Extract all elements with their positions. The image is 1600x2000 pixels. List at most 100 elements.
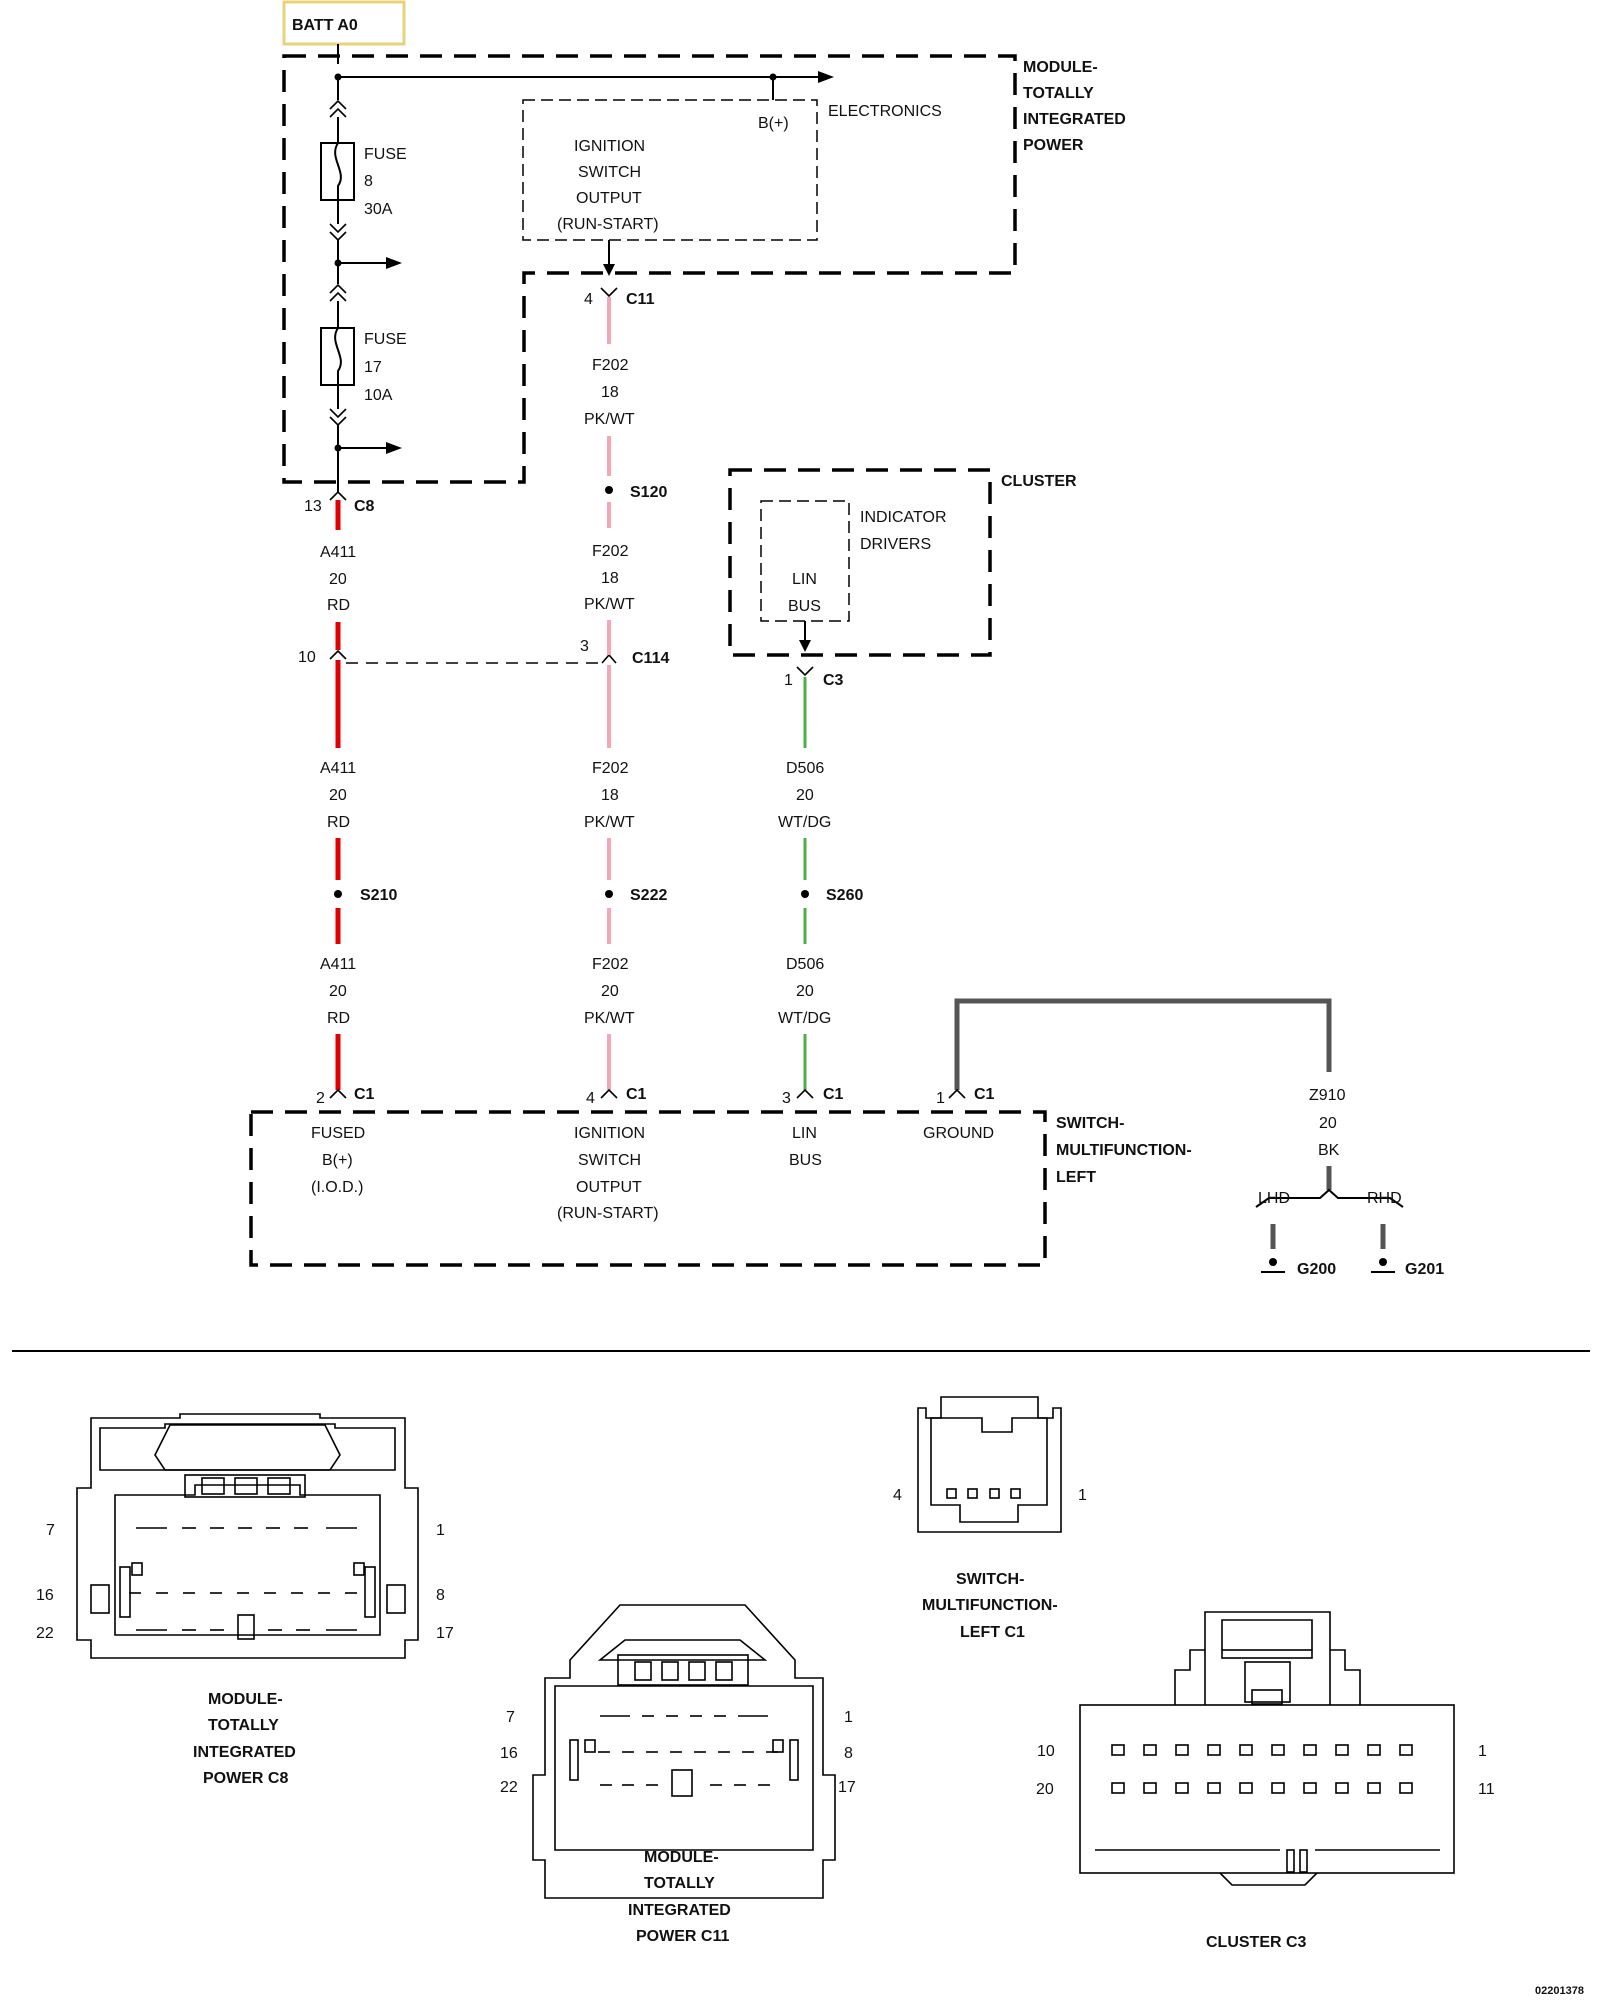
smfl-func-fused-2: B(+) (322, 1152, 353, 1169)
ground-g201: G201 (1405, 1261, 1444, 1278)
wire-f202-4-color: PK/WT (584, 1010, 635, 1027)
ign-output-2: SWITCH (578, 164, 641, 181)
wire-ground-bk (954, 998, 1332, 1090)
smfl-pin-1: 1 (936, 1090, 945, 1107)
c8-view-pin-8: 8 (436, 1587, 445, 1604)
smfl-label-1: SWITCH- (1056, 1115, 1124, 1132)
smfl-c1-a: C1 (354, 1086, 375, 1103)
c8-view-title-1: MODULE- (208, 1691, 283, 1708)
c8-view-title-2: TOTALLY (208, 1717, 279, 1734)
splice-s260-label: S260 (826, 887, 863, 904)
smfl-func-ign-3: OUTPUT (576, 1179, 642, 1196)
c8-view-title-4: POWER C8 (203, 1770, 288, 1787)
batt-label: BATT A0 (292, 17, 358, 34)
wire-d506-1-gauge: 20 (796, 787, 814, 804)
smfl-func-fused-3: (I.O.D.) (311, 1179, 363, 1196)
smfl-label-2: MULTIFUNCTION- (1056, 1142, 1192, 1159)
wire-z910-circuit: Z910 (1309, 1087, 1346, 1104)
wire-a411-1-color: RD (327, 597, 350, 614)
smfl-func-ign-1: IGNITION (574, 1125, 645, 1142)
c11-view-title-1: MODULE- (644, 1849, 719, 1866)
c11-view-title-3: INTEGRATED (628, 1902, 731, 1919)
wire-f202-4-gauge: 20 (601, 983, 619, 1000)
smfl-c1-d: C1 (974, 1086, 995, 1103)
wire-f202-1-gauge: 18 (601, 384, 619, 401)
smfl-pin-3: 3 (782, 1090, 791, 1107)
ign-output-3: OUTPUT (576, 190, 642, 207)
splice-s210 (334, 890, 342, 898)
c8-view-pin-7: 7 (46, 1522, 55, 1539)
c114-pin-b: 3 (580, 638, 589, 655)
c11-pin: 4 (584, 291, 593, 308)
c8-view-pin-1: 1 (436, 1522, 445, 1539)
c8-view-pin-22: 22 (36, 1625, 54, 1642)
wire-f202-3-gauge: 18 (601, 787, 619, 804)
c8-view-pin-16: 16 (36, 1587, 54, 1604)
electronics-label: ELECTRONICS (828, 103, 942, 120)
rhd-label: RHD (1367, 1190, 1402, 1207)
c8-slots (129, 1527, 357, 1631)
wire-d506-2-color: WT/DG (778, 1010, 831, 1027)
smfl-func-gnd: GROUND (923, 1125, 994, 1142)
smfl-view-pin-4: 4 (893, 1487, 902, 1504)
wire-d506-1-circuit: D506 (786, 760, 824, 777)
fuse-8-rating: 30A (364, 201, 393, 218)
wire-f202-1-circuit: F202 (592, 357, 629, 374)
c3-pin: 1 (784, 672, 793, 689)
wire-a411-3-gauge: 20 (329, 983, 347, 1000)
indicator-drivers-1: INDICATOR (860, 509, 947, 526)
c11-view-pin-8: 8 (844, 1745, 853, 1762)
wire-a411-1-circuit: A411 (320, 544, 356, 561)
splice-s210-label: S210 (360, 887, 397, 904)
smfl-module-box (249, 1110, 1047, 1267)
smfl-view-title-2: MULTIFUNCTION- (922, 1597, 1058, 1614)
c11-name: C11 (626, 291, 655, 308)
smfl-pin-4: 4 (586, 1090, 595, 1107)
c3-slots (1111, 1744, 1413, 1794)
splice-s120 (605, 486, 613, 494)
cluster-lin-1: LIN (792, 571, 817, 588)
splice-s222 (605, 890, 613, 898)
connector-view-tipm-c11 (532, 1604, 836, 1899)
fuse-17-label: FUSE (364, 331, 407, 348)
c3-name: C3 (823, 672, 844, 689)
wire-f202-4-circuit: F202 (592, 956, 629, 973)
wire-a411-1-gauge: 20 (329, 571, 347, 588)
cluster-module-box (728, 468, 992, 657)
batt-label-box (282, 0, 406, 46)
wire-f202-2-gauge: 18 (601, 570, 619, 587)
ign-output-1: IGNITION (574, 138, 645, 155)
c114-pin-a: 10 (298, 649, 316, 666)
smfl-c1-b: C1 (626, 1086, 647, 1103)
c8-pin: 13 (304, 498, 322, 515)
wire-d506-2-gauge: 20 (796, 983, 814, 1000)
indicator-drivers-2: DRIVERS (860, 536, 931, 553)
fuse-8-label: FUSE (364, 146, 407, 163)
smfl-func-fused-1: FUSED (311, 1125, 365, 1142)
tipm-label-1: MODULE- (1023, 59, 1098, 76)
wire-f202-3-circuit: F202 (592, 760, 629, 777)
smfl-func-ign-4: (RUN-START) (557, 1205, 659, 1222)
wire-a411-2-color: RD (327, 814, 350, 831)
smfl-view-title-1: SWITCH- (956, 1571, 1024, 1588)
wire-d506-1-color: WT/DG (778, 814, 831, 831)
smfl-func-lin-1: LIN (792, 1125, 817, 1142)
c8-view-pin-17: 17 (436, 1625, 454, 1642)
fuse-8-number: 8 (364, 173, 373, 190)
tipm-module-box (282, 54, 1017, 484)
c11-view-title-4: POWER C11 (636, 1928, 729, 1945)
smfl-view-title-3: LEFT C1 (960, 1624, 1025, 1641)
document-id: 02201378 (1535, 1985, 1584, 1997)
c11-view-pin-17: 17 (838, 1779, 856, 1796)
smfl-func-lin-2: BUS (789, 1152, 822, 1169)
wire-f202-2-color: PK/WT (584, 596, 635, 613)
c114-name: C114 (632, 650, 669, 667)
splice-s260 (801, 890, 809, 898)
tipm-label-2: TOTALLY (1023, 85, 1094, 102)
wire-f202-3-color: PK/WT (584, 814, 635, 831)
smfl-label-3: LEFT (1056, 1169, 1096, 1186)
wire-a411-2-gauge: 20 (329, 787, 347, 804)
connector-view-tipm-c8 (76, 1413, 419, 1659)
wire-d506-2-circuit: D506 (786, 956, 824, 973)
